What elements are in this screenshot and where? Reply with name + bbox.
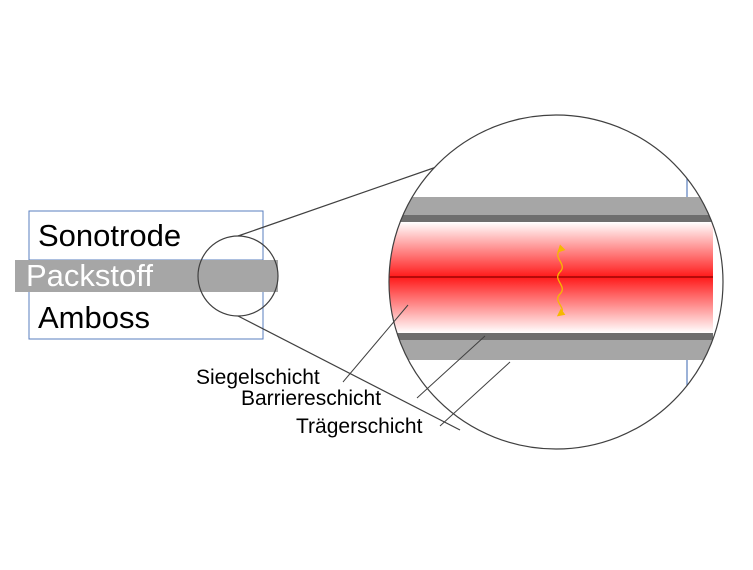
leader-traegerschicht (439, 361, 511, 427)
zoom-line-top (237, 163, 446, 237)
packstoff-label: Packstoff (26, 258, 153, 293)
bottom-seal-layer (389, 277, 713, 333)
top-carrier-layer (389, 197, 713, 215)
magnifier-circle-large (388, 114, 724, 450)
amboss-box (28, 290, 264, 340)
traegerschicht-label: Trägerschicht (296, 415, 423, 438)
zoom-detail (389, 115, 723, 449)
top-barrier-layer (389, 215, 713, 222)
ultrasonic-wave-arrow-icon (556, 244, 566, 317)
sonotrode-box (28, 210, 264, 261)
bottom-barrier-layer (389, 333, 713, 340)
zoom-line-bottom (237, 315, 461, 431)
sonotrode-label: Sonotrode (38, 218, 181, 253)
packstoff-strip (15, 260, 278, 292)
leader-barriereschicht (416, 335, 486, 399)
leader-siegelschicht (342, 304, 409, 383)
amboss-label: Amboss (38, 300, 150, 335)
barriereschicht-label: Barriereschicht (241, 387, 381, 410)
siegelschicht-label: Siegelschicht (196, 366, 320, 389)
top-seal-layer (389, 222, 713, 277)
bottom-carrier-layer (389, 340, 713, 360)
